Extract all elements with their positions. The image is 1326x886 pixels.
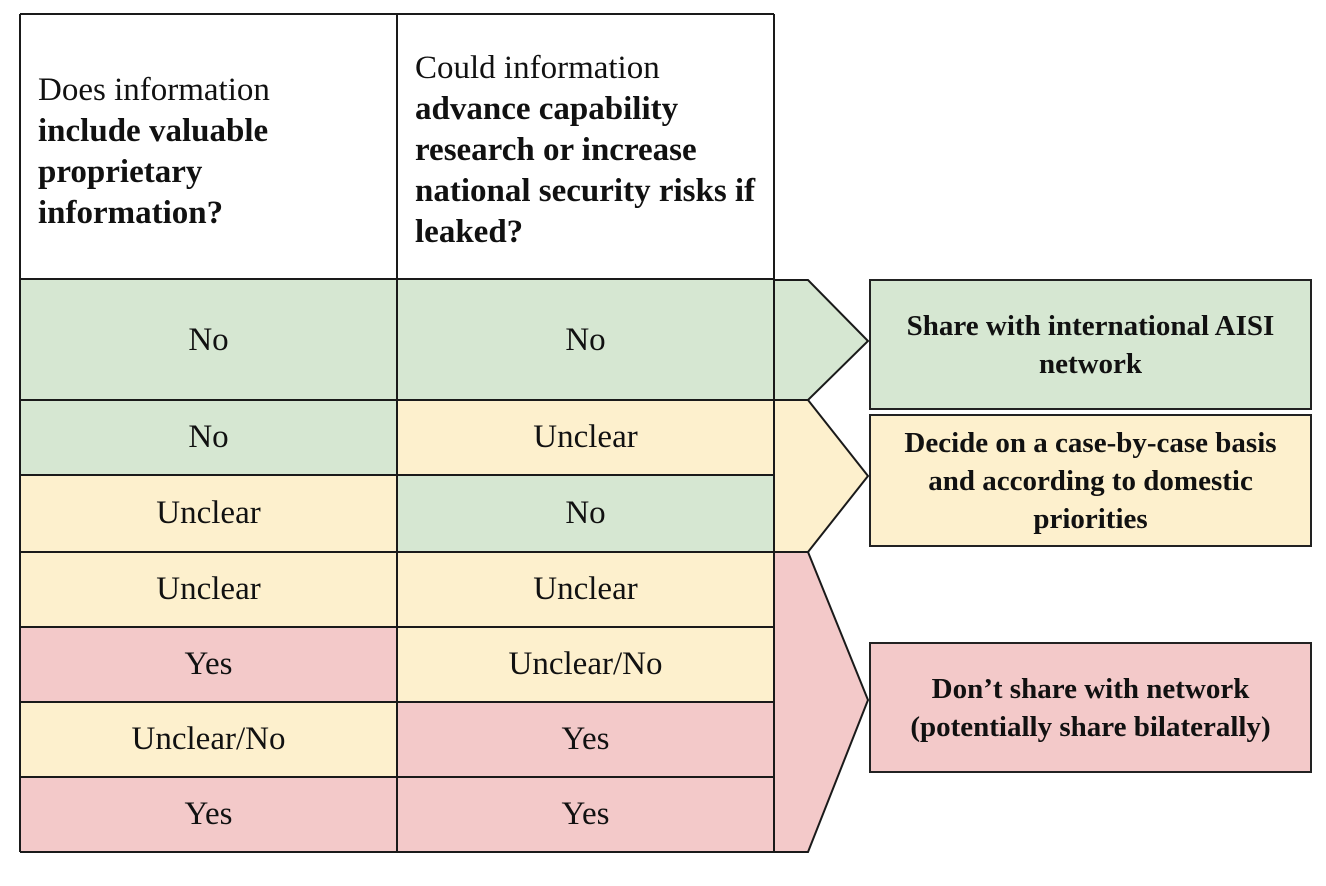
header-proprietary-lead: Does information: [38, 72, 270, 108]
cell-security-risk: Unclear/No: [397, 627, 774, 702]
cell-security-risk: No: [397, 475, 774, 552]
outcome-case-by-case-label: Decide on a case-by-case basis and accor…: [904, 426, 1277, 535]
header-security-risk-lead: Could information: [415, 50, 660, 86]
cell-security-risk: Unclear: [397, 400, 774, 475]
header-proprietary-question: include valuable proprietary information…: [38, 113, 269, 231]
cell-proprietary: Unclear: [20, 552, 397, 627]
outcome-share-network-label: Share with international AISI network: [906, 309, 1275, 380]
cell-proprietary: No: [20, 280, 397, 400]
header-security-risk: Could information advance capability res…: [397, 14, 774, 280]
header-security-risk-question: advance capability research or increase …: [415, 91, 756, 250]
cell-security-risk: Yes: [397, 777, 774, 852]
outcome-share-network: Share with international AISI network: [869, 279, 1312, 410]
cell-proprietary: Unclear/No: [20, 702, 397, 777]
cell-proprietary: No: [20, 400, 397, 475]
cell-security-risk: Yes: [397, 702, 774, 777]
cell-proprietary: Yes: [20, 627, 397, 702]
outcome-dont-share-label: Don’t share with network (potentially sh…: [910, 672, 1271, 743]
outcome-case-by-case: Decide on a case-by-case basis and accor…: [869, 414, 1312, 547]
cell-security-risk: No: [397, 280, 774, 400]
outcome-dont-share: Don’t share with network (potentially sh…: [869, 642, 1312, 773]
cell-security-risk: Unclear: [397, 552, 774, 627]
header-proprietary: Does information include valuable propri…: [20, 14, 397, 280]
cell-proprietary: Unclear: [20, 475, 397, 552]
cell-proprietary: Yes: [20, 777, 397, 852]
